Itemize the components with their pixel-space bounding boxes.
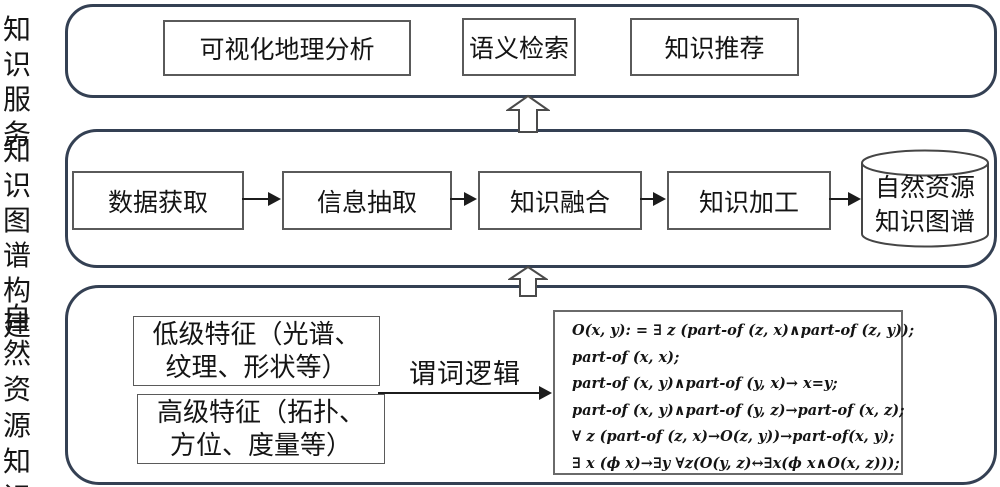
flow-arrow-icon [640,192,666,206]
formula-line: part-of (x, y)∧part-of (y, x)→ x=y; [572,375,838,392]
box-knowledge-fusion: 知识融合 [478,171,642,230]
flow-arrow-icon [450,192,477,206]
flow-arrow-icon [242,192,281,206]
up-arrow-icon [508,265,548,297]
box-semantic-search: 语义检索 [462,18,576,76]
side-label-knowledge-service: 知识 服务 [3,15,35,151]
flow-arrow-icon [829,192,861,206]
formula-line: part-of (x, x); [572,348,680,366]
database-label: 自然资源 知识图谱 [874,175,975,236]
side-label-ontology-expression: 自然 资源 知识 本体 表达 [3,303,35,487]
database-cylinder-icon: 自然资源 知识图谱 [860,148,990,249]
box-knowledge-recommendation: 知识推荐 [630,18,799,76]
formula-line: part-of (x, y)∧part-of (y, z)→part-of (x… [572,401,905,419]
predicate-logic-label: 谓词逻辑 [409,359,521,389]
box-high-level-features: 高级特征（拓扑、 方位、度量等） [137,394,385,464]
box-visual-geo-analysis: 可视化地理分析 [163,20,411,76]
box-data-acquisition: 数据获取 [72,171,244,230]
box-knowledge-processing: 知识加工 [667,171,831,230]
predicate-logic-arrow-icon [378,386,552,400]
side-label-kg-construction: 知识 图谱 构建 [3,136,35,342]
box-low-level-features: 低级特征（光谱、 纹理、形状等） [133,316,380,386]
formula-box: O(x, y): = ∃ z (part-of (z, x)∧part-of (… [553,310,915,475]
formula-line: ∀ z (part-of (z, x)→O(z, y))→part-of(x, … [572,428,895,445]
formula-line: ∃ x (ϕ x)→∃y ∀z(O(y, z)↔∃x(ϕ x∧O(x, z)))… [572,454,900,472]
box-info-extraction: 信息抽取 [282,171,452,230]
up-arrow-icon [506,94,550,133]
formula-line: O(x, y): = ∃ z (part-of (z, x)∧part-of (… [572,322,915,339]
